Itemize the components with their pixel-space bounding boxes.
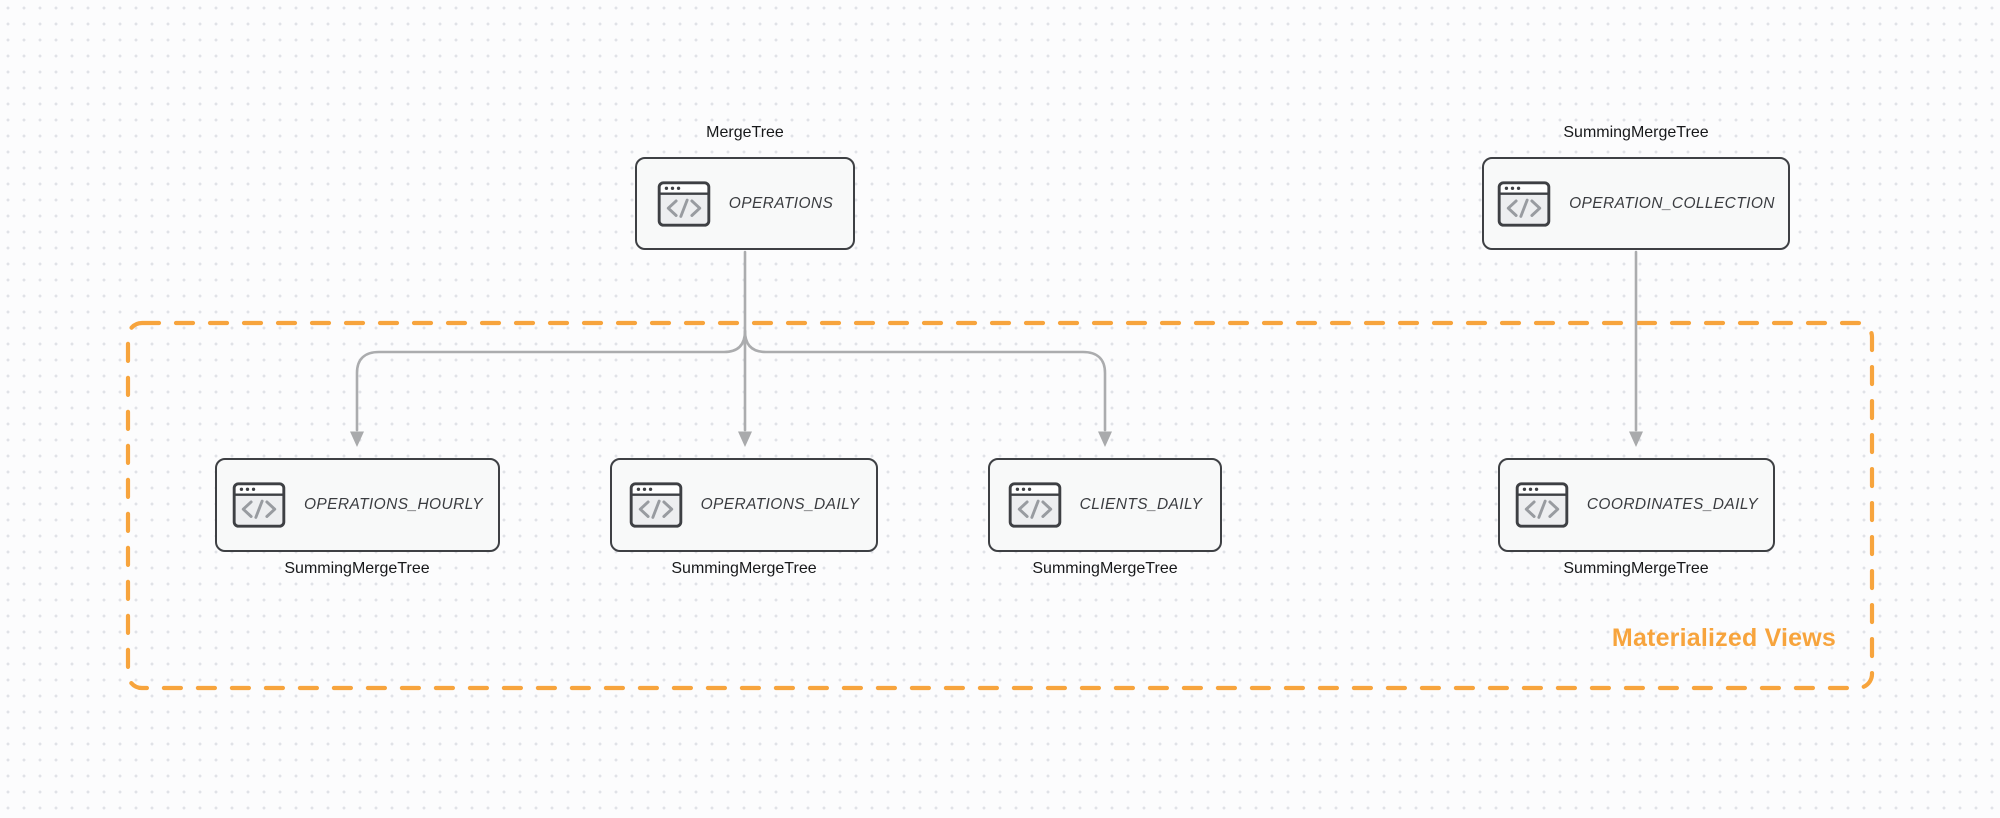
- node-operations-hourly[interactable]: OPERATIONS_HOURLY: [215, 458, 500, 552]
- engine-type-label: SummingMergeTree: [284, 560, 430, 577]
- node-coordinates-daily[interactable]: COORDINATES_DAILY: [1498, 458, 1775, 552]
- engine-type-label: SummingMergeTree: [671, 560, 817, 577]
- node-name-label: CLIENTS_DAILY: [1079, 496, 1203, 513]
- node-name-label: OPERATIONS_HOURLY: [303, 496, 484, 513]
- code-window-icon: [629, 482, 682, 528]
- arrowhead-icon: [738, 431, 752, 447]
- materialized-views-label: Materialized Views: [1611, 624, 1836, 652]
- code-window-icon: [657, 180, 711, 227]
- engine-type-label: SummingMergeTree: [1032, 560, 1178, 577]
- code-window-icon: [1515, 482, 1569, 528]
- node-operation-collection[interactable]: OPERATION_COLLECTION: [1482, 157, 1790, 250]
- node-operations[interactable]: OPERATIONS: [635, 157, 855, 250]
- node-clients-daily[interactable]: CLIENTS_DAILY: [988, 458, 1222, 552]
- edge-operations-to-operations-hourly: [355, 329, 747, 432]
- materialized-views-region: [125, 320, 1875, 691]
- node-name-label: OPERATION_COLLECTION: [1569, 194, 1775, 212]
- arrowhead-icon: [1098, 431, 1112, 447]
- edge-operations-to-clients-daily: [743, 329, 1107, 432]
- code-window-icon: [1497, 180, 1551, 227]
- engine-type-label: SummingMergeTree: [1563, 560, 1709, 577]
- node-name-label: COORDINATES_DAILY: [1586, 496, 1759, 513]
- arrowhead-icon: [1629, 431, 1643, 447]
- engine-type-label: MergeTree: [706, 124, 784, 141]
- code-window-icon: [1008, 482, 1061, 528]
- code-window-icon: [232, 482, 286, 528]
- node-name-label: OPERATIONS: [728, 194, 834, 212]
- node-name-label: OPERATIONS_DAILY: [700, 496, 860, 513]
- node-operations-daily[interactable]: OPERATIONS_DAILY: [610, 458, 878, 552]
- engine-type-label: SummingMergeTree: [1563, 124, 1709, 141]
- arrowhead-icon: [350, 431, 364, 447]
